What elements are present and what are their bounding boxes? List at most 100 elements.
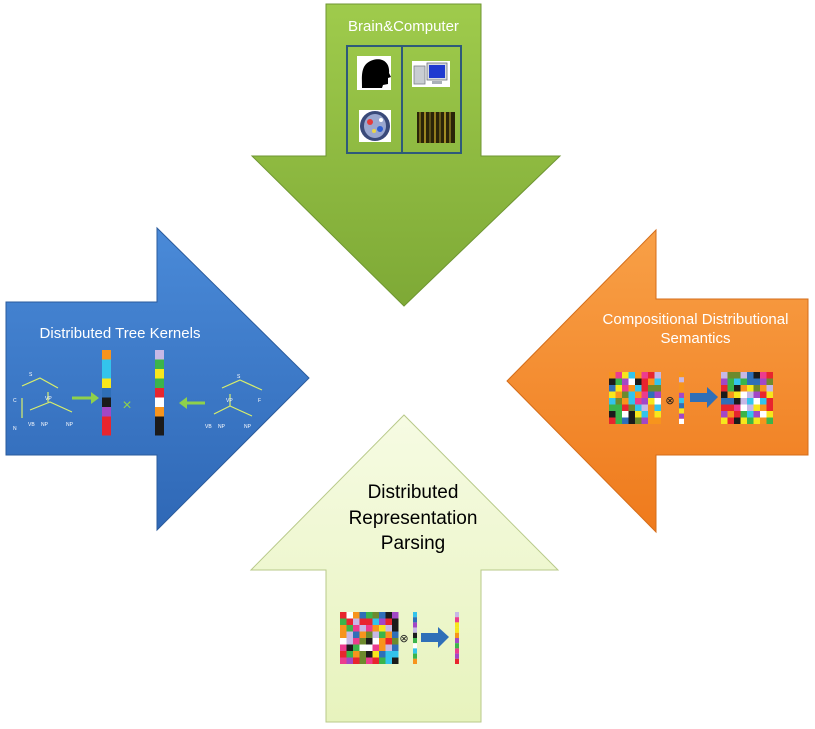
arrow-right-icon bbox=[421, 627, 449, 648]
color-cell bbox=[372, 618, 379, 625]
color-cell bbox=[747, 391, 754, 398]
color-cell bbox=[366, 657, 373, 664]
computer-icon bbox=[412, 61, 450, 87]
color-cell bbox=[359, 625, 366, 632]
color-cell bbox=[679, 377, 684, 383]
parsing-illustration: ⊗ bbox=[340, 612, 459, 664]
color-cell bbox=[379, 644, 386, 651]
color-cell bbox=[392, 644, 399, 651]
color-cell bbox=[654, 378, 661, 385]
color-cell bbox=[727, 372, 734, 379]
color-cell bbox=[766, 404, 773, 411]
tree-label: NP bbox=[244, 424, 252, 430]
color-cell bbox=[155, 397, 164, 407]
color-cell bbox=[734, 417, 741, 424]
color-cell bbox=[615, 404, 622, 411]
color-cell bbox=[353, 638, 360, 645]
color-cell bbox=[641, 411, 648, 418]
arrow-right-icon bbox=[690, 387, 718, 408]
color-cell bbox=[385, 644, 392, 651]
color-cell bbox=[641, 404, 648, 411]
color-cell bbox=[155, 407, 164, 417]
color-cell bbox=[740, 391, 747, 398]
color-cell bbox=[609, 398, 616, 405]
color-cell bbox=[346, 657, 353, 664]
brain-computer-label: Brain&Computer bbox=[348, 18, 459, 35]
color-cell bbox=[628, 372, 635, 379]
tree-label: VP bbox=[226, 398, 233, 404]
color-cell bbox=[622, 391, 629, 398]
color-cell bbox=[379, 631, 386, 638]
color-cell bbox=[747, 398, 754, 405]
color-cell bbox=[679, 392, 684, 398]
color-cell bbox=[155, 369, 164, 379]
color-cell bbox=[366, 612, 373, 619]
color-cell bbox=[760, 398, 767, 405]
color-cell bbox=[727, 404, 734, 411]
color-cell bbox=[413, 648, 417, 654]
color-matrix bbox=[721, 372, 773, 424]
color-cell bbox=[628, 378, 635, 385]
color-cell bbox=[102, 359, 111, 369]
color-cell bbox=[766, 385, 773, 392]
color-cell bbox=[628, 391, 635, 398]
color-cell bbox=[734, 411, 741, 418]
color-cell bbox=[721, 398, 728, 405]
color-cell bbox=[747, 372, 754, 379]
color-cell bbox=[372, 612, 379, 619]
color-cell bbox=[353, 625, 360, 632]
tree-label: VB bbox=[28, 422, 35, 428]
color-cell bbox=[455, 638, 459, 644]
color-cell bbox=[753, 378, 760, 385]
color-cell bbox=[740, 378, 747, 385]
color-cell bbox=[392, 618, 399, 625]
color-cell bbox=[615, 398, 622, 405]
color-cell bbox=[622, 417, 629, 424]
color-cell bbox=[635, 391, 642, 398]
color-cell bbox=[455, 643, 459, 649]
color-cell bbox=[721, 385, 728, 392]
color-cell bbox=[679, 403, 684, 409]
color-matrix bbox=[340, 612, 399, 664]
color-cell bbox=[385, 625, 392, 632]
color-cell bbox=[385, 631, 392, 638]
color-cell bbox=[654, 417, 661, 424]
color-cell bbox=[359, 618, 366, 625]
color-cell bbox=[753, 417, 760, 424]
color-cell bbox=[609, 385, 616, 392]
tree-label: NP bbox=[218, 424, 226, 430]
color-cell bbox=[727, 398, 734, 405]
color-cell bbox=[679, 398, 684, 404]
color-cell bbox=[622, 372, 629, 379]
color-cell bbox=[155, 416, 164, 426]
color-cell bbox=[747, 378, 754, 385]
color-cell bbox=[346, 618, 353, 625]
color-cell bbox=[346, 625, 353, 632]
color-cell bbox=[353, 612, 360, 619]
color-cell bbox=[413, 622, 417, 628]
color-cell bbox=[635, 385, 642, 392]
color-cell bbox=[654, 372, 661, 379]
color-cell bbox=[366, 618, 373, 625]
color-cell bbox=[622, 378, 629, 385]
color-cell bbox=[753, 398, 760, 405]
brain-computer-panel bbox=[346, 45, 462, 154]
head-silhouette-icon bbox=[357, 56, 391, 90]
color-cell bbox=[379, 651, 386, 658]
color-cell bbox=[609, 417, 616, 424]
color-cell bbox=[734, 391, 741, 398]
color-cell bbox=[622, 411, 629, 418]
color-cell bbox=[760, 411, 767, 418]
color-cell bbox=[615, 378, 622, 385]
color-cell bbox=[346, 631, 353, 638]
feature-vector bbox=[102, 350, 111, 436]
color-cell bbox=[641, 372, 648, 379]
color-cell bbox=[366, 638, 373, 645]
arrow-right-icon bbox=[72, 392, 99, 404]
tree-label: S bbox=[29, 372, 33, 378]
color-cell bbox=[615, 391, 622, 398]
feature-vector bbox=[455, 612, 459, 664]
color-cell bbox=[721, 378, 728, 385]
tree-label: N bbox=[13, 426, 17, 432]
color-cell bbox=[641, 391, 648, 398]
